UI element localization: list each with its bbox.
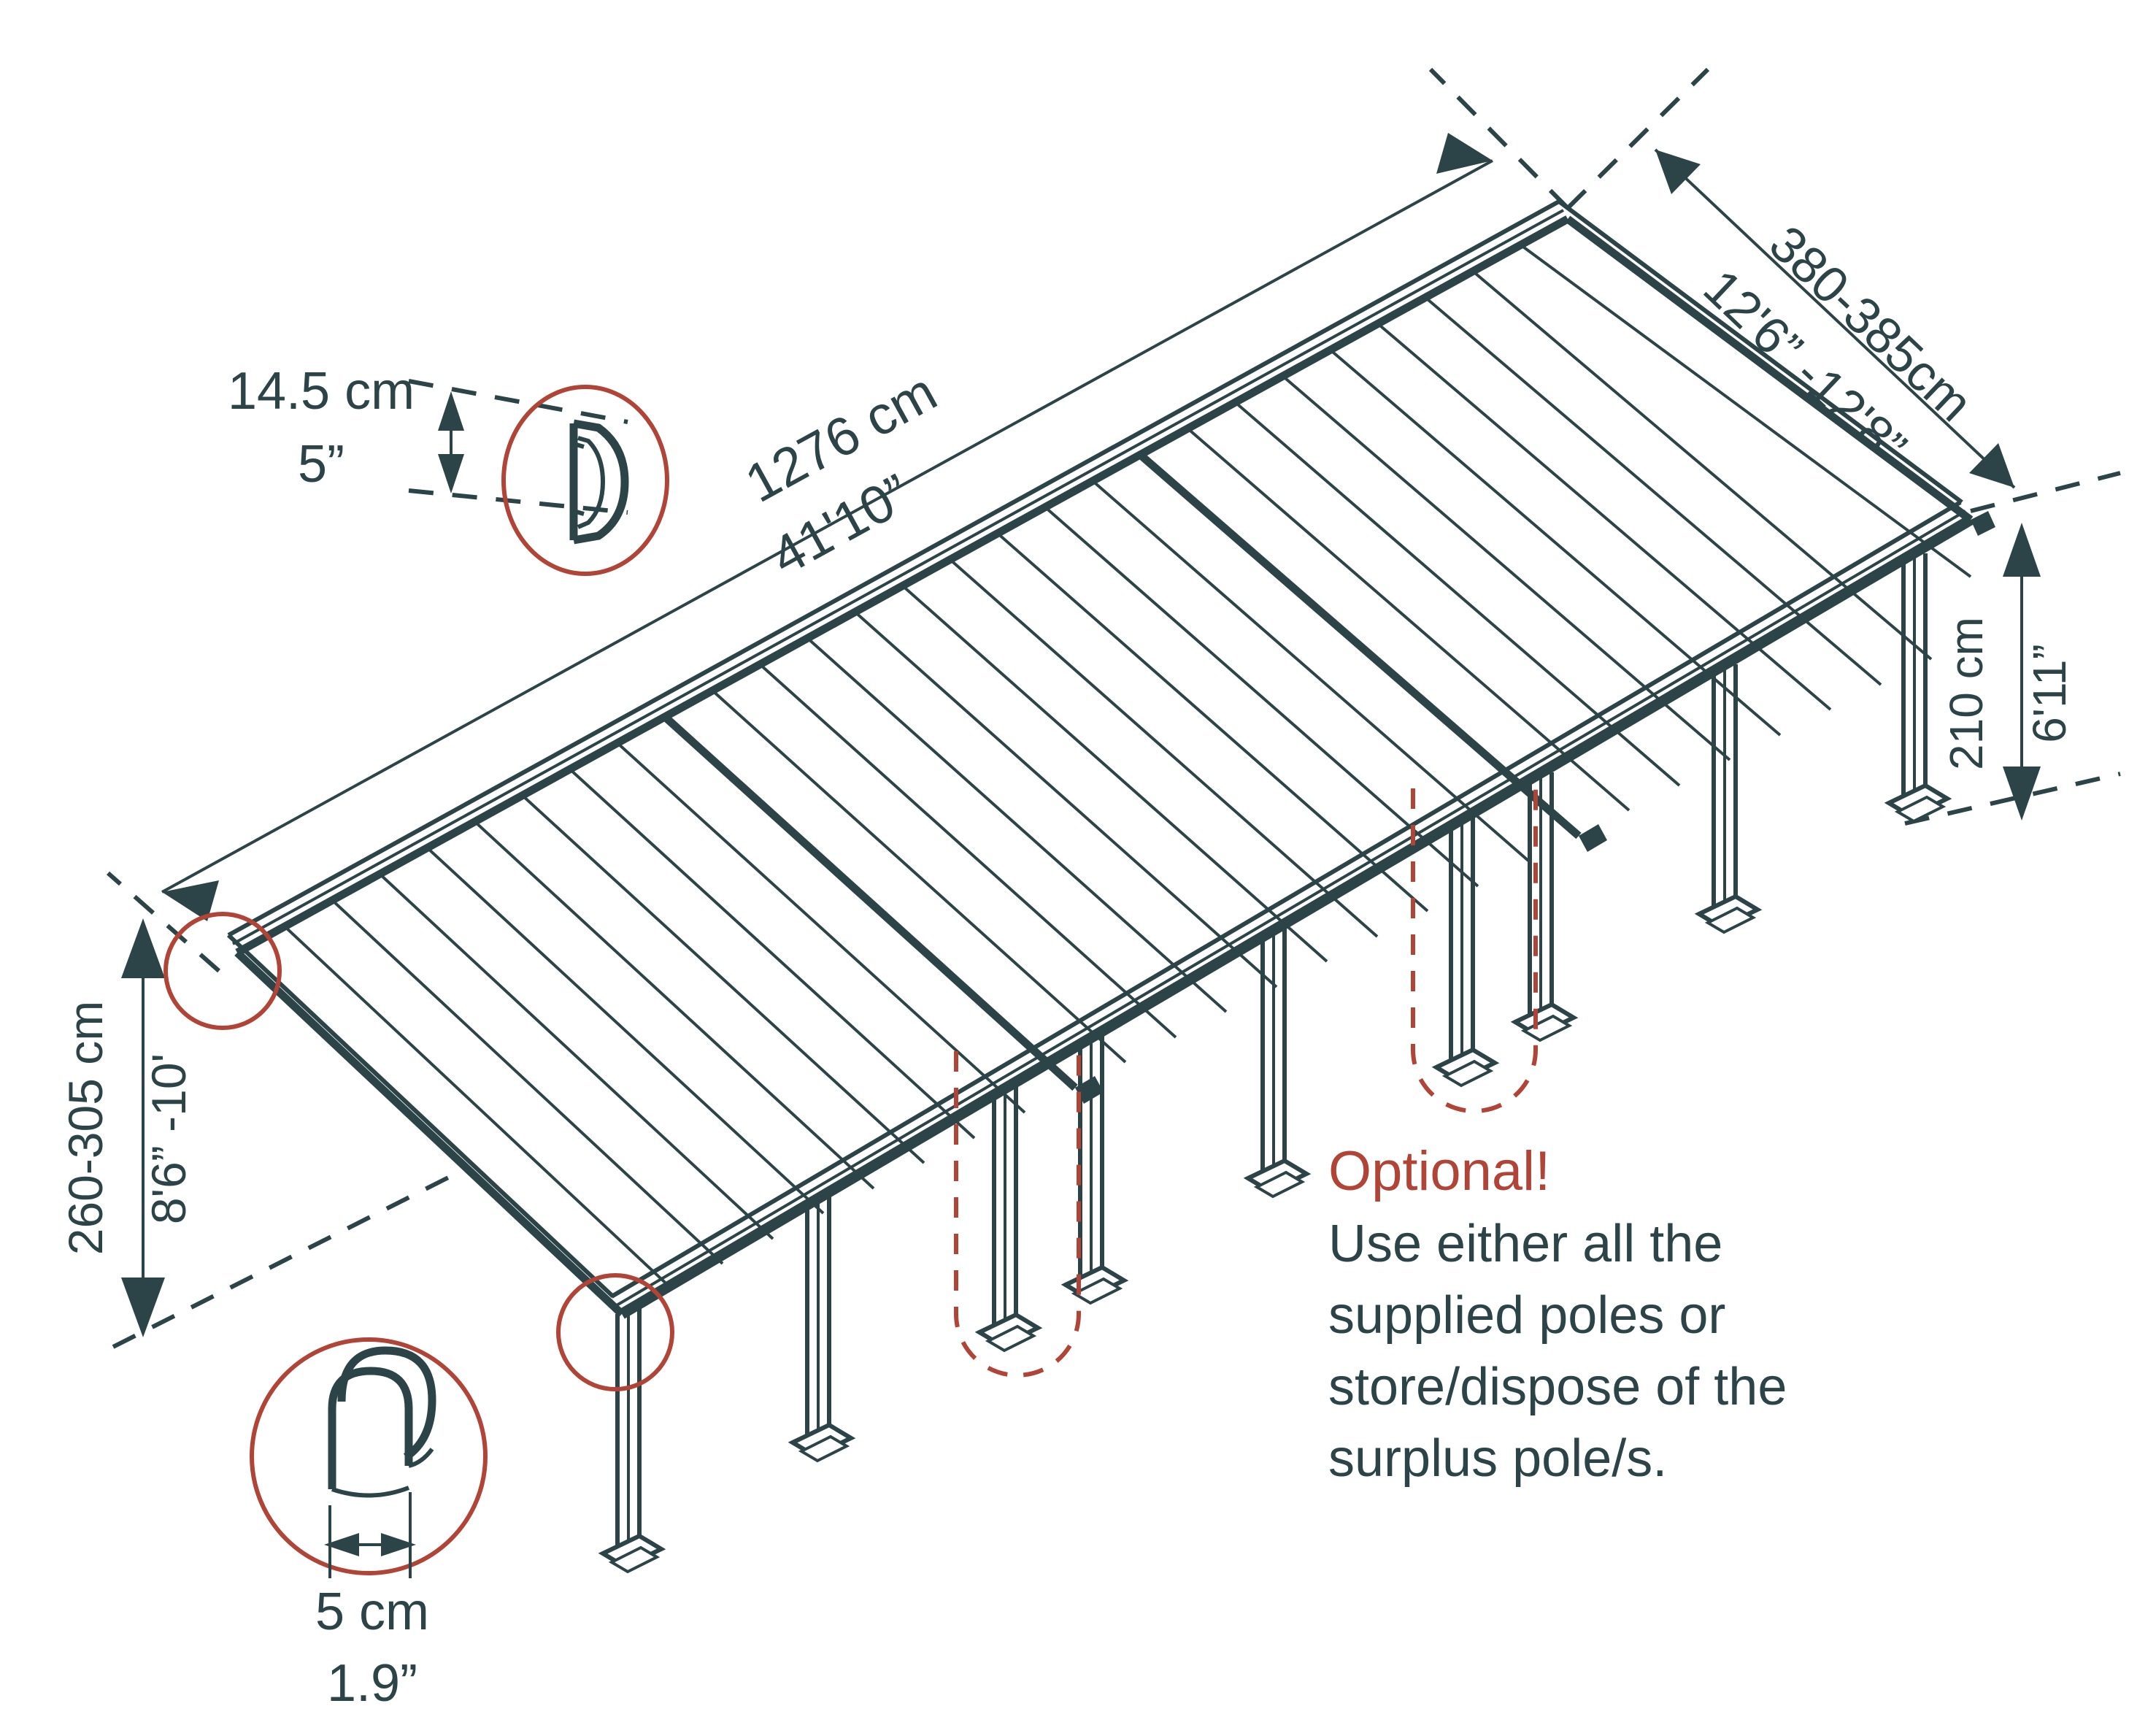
post-arrow-left — [324, 1533, 359, 1556]
post-4 — [1060, 1035, 1129, 1305]
post-foot — [1510, 1002, 1579, 1042]
post-3-optional — [974, 1083, 1043, 1353]
wall-height-dimension: 260-305 cm 8'6” -10' — [58, 918, 196, 1337]
post-foot — [788, 1422, 856, 1463]
optional-heading: Optional! — [1328, 1140, 1550, 1202]
optional-note: Optional! Use either all the supplied po… — [1328, 1140, 1787, 1488]
gutter-profile-glyph — [569, 419, 629, 545]
front-height-metric-label: 210 cm — [1940, 617, 1993, 770]
post-foot — [974, 1312, 1043, 1353]
post-foot — [1431, 1047, 1500, 1088]
wall-height-arrow-top — [121, 918, 165, 978]
guide-left-ground — [112, 1166, 469, 1349]
post-profile-glyph — [328, 1346, 436, 1498]
support-posts — [598, 553, 1952, 1574]
wall-height-imperial-label: 8'6” -10' — [142, 1053, 196, 1224]
post-profile-detail: 5 cm 1.9” — [250, 1337, 488, 1713]
guide-right-bottom — [1904, 772, 2121, 826]
optional-line-1: Use either all the — [1328, 1215, 1722, 1273]
optional-line-4: surplus pole/s. — [1328, 1429, 1667, 1488]
gutter-metric-label: 14.5 cm — [228, 362, 415, 420]
front-gutter-beam — [610, 500, 1974, 1319]
guide-top-left — [1428, 67, 1570, 210]
post-detail-circle — [250, 1337, 488, 1575]
post-foot — [1243, 1158, 1312, 1199]
front-height-dimension: 210 cm 6'11” — [1940, 523, 2076, 821]
corner-joint-detail — [556, 1273, 674, 1391]
length-dim-line — [161, 159, 1493, 894]
gutter-leader-top — [408, 379, 628, 424]
front-height-arrow-top — [2003, 523, 2041, 577]
post-6-optional — [1431, 818, 1500, 1088]
gutter-detail-ellipse — [501, 385, 669, 576]
wall-bracket-detail — [163, 912, 282, 1030]
guide-top-right — [1566, 67, 1710, 210]
depth-arrow-bottom — [1969, 443, 2014, 488]
wall-bracket-circle — [163, 912, 282, 1030]
post-corner-right — [1884, 553, 1952, 823]
post-2 — [788, 1193, 856, 1463]
post-foot — [598, 1533, 666, 1574]
post-5 — [1243, 929, 1312, 1199]
guide-left-top — [107, 871, 220, 973]
post-foot — [1694, 894, 1763, 934]
post-7 — [1510, 772, 1579, 1042]
gutter-profile-detail: 14.5 cm 5” — [228, 362, 669, 576]
corner-joint-circle — [556, 1273, 674, 1391]
left-end-rail — [226, 933, 625, 1318]
wall-height-arrow-bottom — [121, 1278, 165, 1337]
post-arrow-right — [381, 1533, 416, 1556]
optional-line-2: supplied poles or — [1328, 1286, 1725, 1345]
wall-height-metric-label: 260-305 cm — [58, 1001, 112, 1256]
length-arrow-right — [1436, 133, 1493, 174]
post-foot — [1884, 783, 1952, 823]
gutter-arrow-top — [438, 391, 464, 431]
rafter-1 — [661, 712, 1078, 1091]
length-arrow-left — [162, 880, 219, 921]
gutter-imperial-label: 5” — [298, 435, 344, 493]
post-foot — [1060, 1264, 1129, 1305]
optional-line-3: store/dispose of the — [1328, 1358, 1787, 1416]
roof-assembly — [226, 199, 1995, 1319]
roof-surface — [237, 219, 1971, 1314]
right-end-rail — [1558, 199, 1974, 523]
roof-panel-seams — [283, 242, 1972, 1291]
depth-dim-line — [1654, 148, 2016, 489]
front-height-imperial-label: 6'11” — [2023, 644, 2076, 743]
post-8 — [1694, 664, 1763, 934]
gutter-leader-bottom — [408, 488, 628, 515]
post-corner-left — [598, 1304, 666, 1574]
wall-rail — [227, 199, 1570, 956]
front-height-arrow-bottom — [2003, 767, 2041, 821]
depth-arrow-top — [1655, 150, 1701, 194]
post-imperial-label: 1.9” — [327, 1654, 417, 1713]
gutter-arrow-bottom — [438, 454, 464, 493]
post-metric-label: 5 cm — [315, 1583, 429, 1641]
